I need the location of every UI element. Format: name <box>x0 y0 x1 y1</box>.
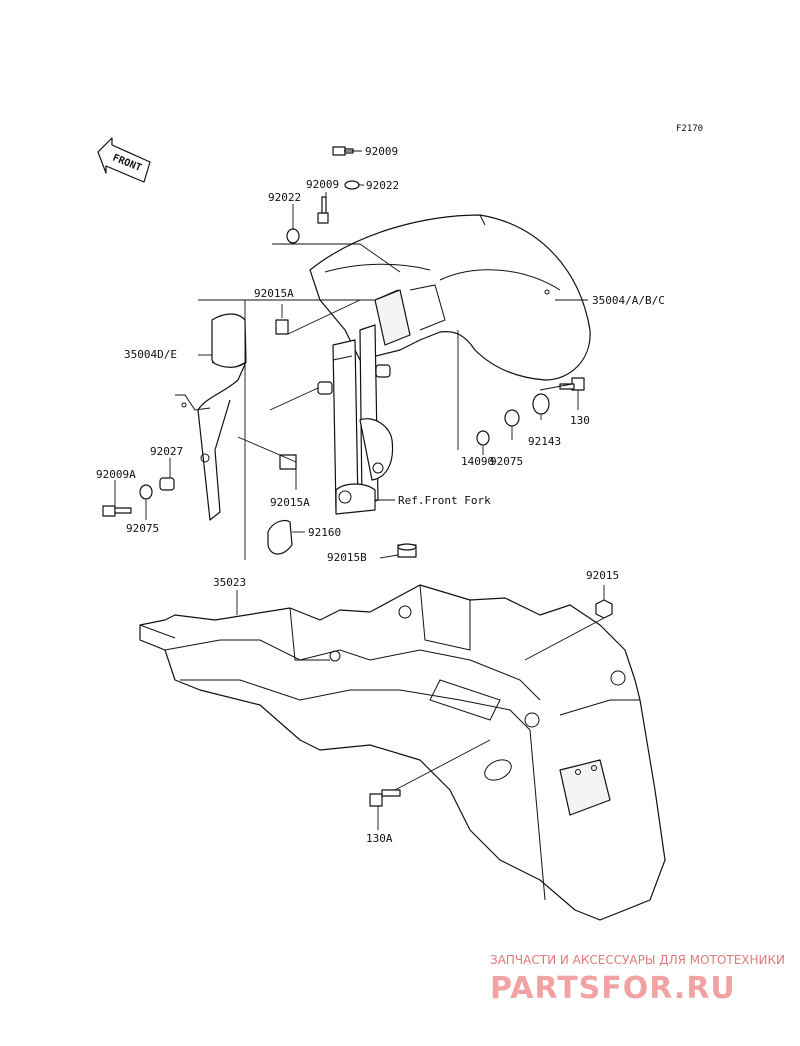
label-92160: 92160 <box>308 526 341 539</box>
label-130A: 130A <box>366 832 393 845</box>
label-35023: 35023 <box>213 576 246 589</box>
clip-92015A-bottom <box>279 454 297 470</box>
leader-lines <box>114 150 605 830</box>
label-14090: 14090 <box>461 455 494 468</box>
label-ref-front-fork: Ref.Front Fork <box>398 494 491 507</box>
bolt-92009A <box>102 505 132 517</box>
front-fender <box>309 214 591 381</box>
washer-92075-right <box>504 409 520 427</box>
front-fork-ref <box>332 324 394 515</box>
label-92009A: 92009A <box>96 468 136 481</box>
rear-fender-35023 <box>139 584 666 921</box>
label-92009-top: 92009 <box>365 145 398 158</box>
spacer-92027 <box>159 477 175 491</box>
inner-fender-35004DE <box>175 313 247 521</box>
bolt-130A <box>369 789 401 807</box>
watermark-logo: PARTSFOR.RU <box>490 971 736 1006</box>
watermark-caption: ЗАПЧАСТИ И АКСЕССУАРЫ ДЛЯ МОТОТЕХНИКИ <box>490 953 785 967</box>
label-92143: 92143 <box>528 435 561 448</box>
label-92015A-bottom: 92015A <box>270 496 310 509</box>
label-130: 130 <box>570 414 590 427</box>
label-92022-top: 92022 <box>366 179 399 192</box>
label-92009-mid: 92009 <box>306 178 339 191</box>
collar-92143 <box>532 393 550 415</box>
nut-92015 <box>595 599 613 619</box>
reflector-92160 <box>267 519 293 555</box>
bolt-92009-mid <box>317 196 329 224</box>
clip-92015A-top <box>275 319 289 335</box>
label-92015: 92015 <box>586 569 619 582</box>
front-arrow-icon: FRONT <box>97 137 151 183</box>
collar-2 <box>375 364 391 378</box>
washer-92075-left <box>139 484 153 500</box>
label-92075-right: 92075 <box>490 455 523 468</box>
washer-92022-left <box>286 228 300 244</box>
label-92015B: 92015B <box>327 551 367 564</box>
label-35004ABC: 35004/A/B/C <box>592 294 665 307</box>
washer-92022-top <box>344 180 360 190</box>
label-35004DE: 35004D/E <box>124 348 177 361</box>
label-92027: 92027 <box>150 445 183 458</box>
label-92075-left: 92075 <box>126 522 159 535</box>
watermark: ЗАПЧАСТИ И АКСЕССУАРЫ ДЛЯ МОТОТЕХНИКИ PA… <box>490 953 785 1006</box>
label-92015A-top: 92015A <box>254 287 294 300</box>
label-92022-left: 92022 <box>268 191 301 204</box>
grommet-92015B <box>397 543 417 558</box>
collar <box>317 381 333 395</box>
washer-14090 <box>476 430 490 446</box>
diagram-code: F2170 <box>676 124 703 134</box>
